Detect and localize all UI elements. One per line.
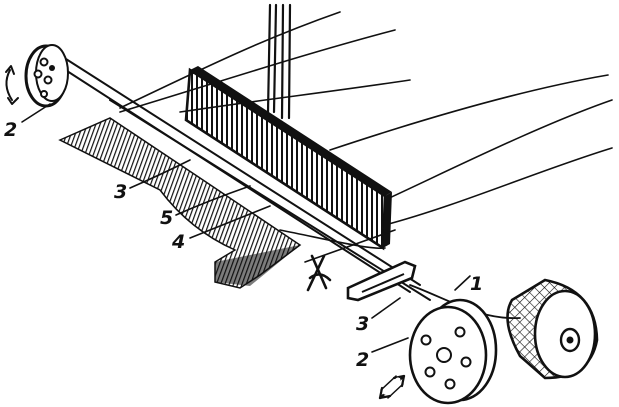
right-guide <box>346 260 417 302</box>
label-thread-1: 1 <box>470 273 483 295</box>
cross-mark-icon <box>306 254 332 292</box>
rotate-arrow-icon <box>5 65 19 105</box>
label-strip-4: 4 <box>171 231 185 253</box>
reed-thread <box>279 229 396 263</box>
woven-fabric <box>58 117 302 289</box>
leader-lines <box>21 103 471 353</box>
label-strip-5: 5 <box>160 207 173 229</box>
left-spool <box>24 44 69 108</box>
label-right-guide: 3 <box>356 313 369 335</box>
double-arrow-icon <box>378 374 406 400</box>
label-right-spool: 2 <box>356 349 369 371</box>
label-left-spool: 2 <box>4 119 17 141</box>
label-upper-tube: 3 <box>114 181 127 203</box>
right-spool <box>408 298 498 405</box>
cone-bobbin <box>506 278 599 380</box>
